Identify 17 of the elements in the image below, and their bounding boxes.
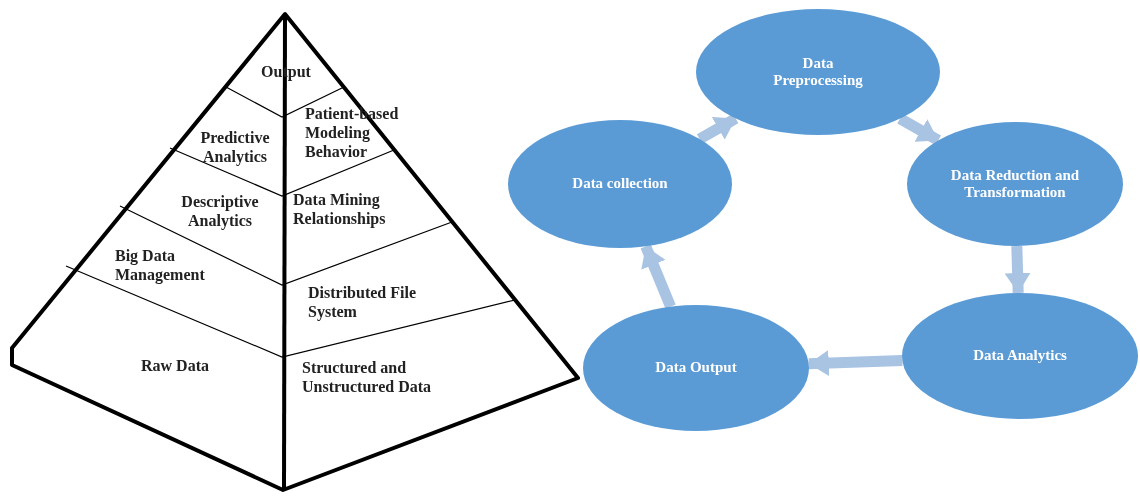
layer-label: Predictive Analytics — [199, 128, 271, 167]
block-arrow — [1004, 245, 1031, 294]
node-label: Data Analytics — [973, 347, 1067, 365]
block-arrow — [808, 350, 903, 377]
node-label: Data Reduction and Transformation — [949, 166, 1081, 202]
layer-label: Data Mining Relationships — [293, 190, 387, 229]
layer-label: Structured and Unstructured Data — [302, 358, 433, 397]
block-arrow — [897, 113, 941, 146]
block-arrow — [640, 244, 676, 309]
layer-label: Descriptive Analytics — [180, 192, 260, 231]
block-arrow — [696, 113, 739, 144]
node-label: Data Preprocessing — [772, 54, 864, 90]
node-label: Data collection — [572, 175, 668, 193]
node-label: Data Output — [655, 359, 737, 377]
layer-label: Big Data Management — [115, 246, 206, 285]
layer-label: Raw Data — [140, 356, 210, 376]
layer-label: Distributed File System — [308, 283, 417, 322]
